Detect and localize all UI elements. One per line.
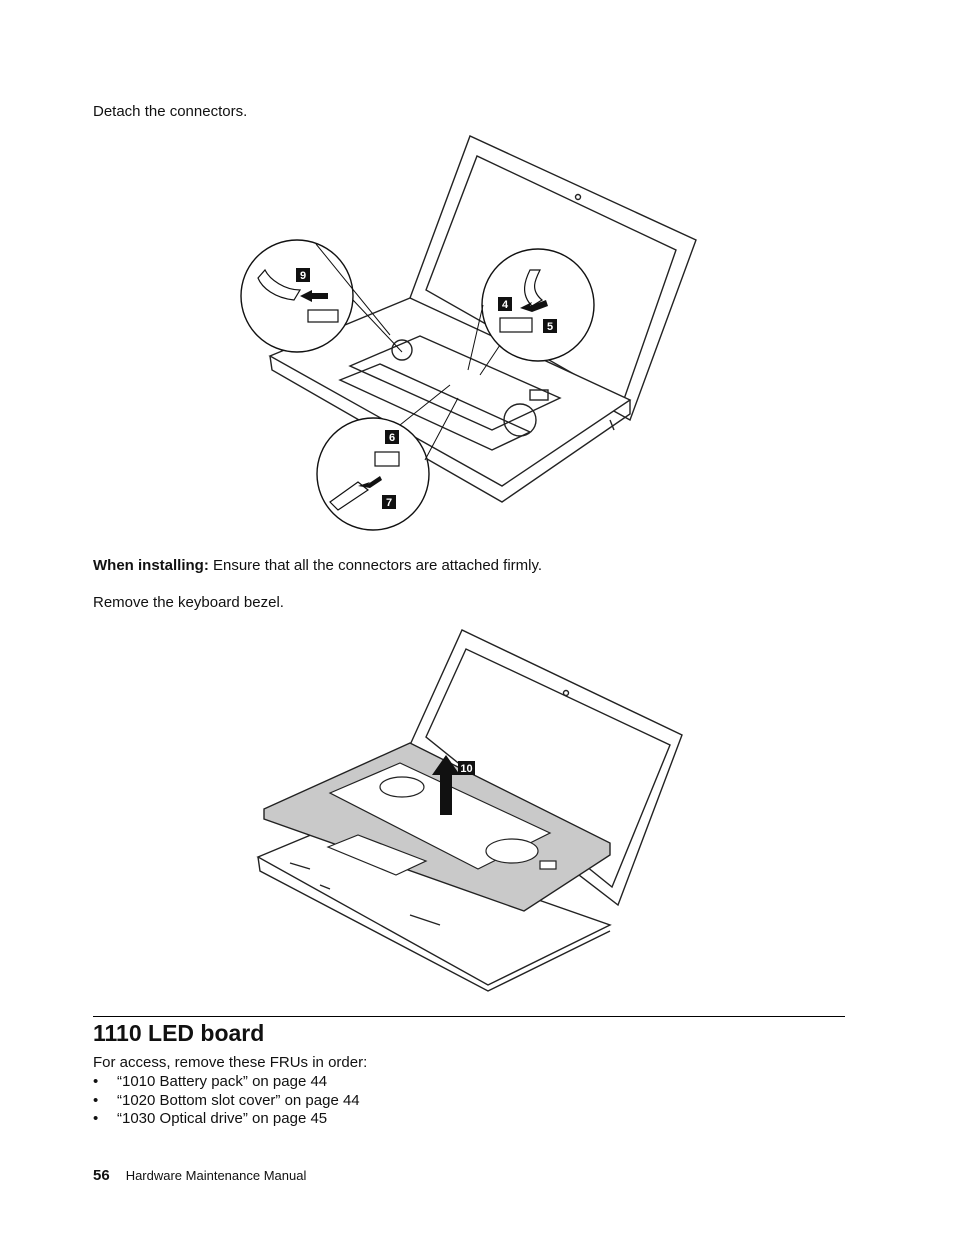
callout-9: 9 <box>296 268 310 282</box>
callout-4: 4 <box>498 297 512 311</box>
fru-item-label: “1030 Optical drive” on page 45 <box>117 1110 328 1128</box>
instruction-remove-bezel: Remove the keyboard bezel. <box>93 594 284 611</box>
section-title: 1110 LED board <box>93 1020 265 1046</box>
bullet: • <box>93 1091 99 1109</box>
camera-icon <box>562 689 570 697</box>
callout-9-label: 9 <box>300 270 306 282</box>
manual-title: Hardware Maintenance Manual <box>125 1168 307 1183</box>
instruction-detach-connectors: Detach the connectors. <box>93 103 248 120</box>
page-footer: 56 Hardware Maintenance Manual <box>93 1167 306 1184</box>
section-divider <box>93 1016 845 1017</box>
lift-arrow <box>432 755 460 815</box>
callout-10: 10 <box>458 761 475 775</box>
bullet: • <box>93 1110 99 1128</box>
installation-note: When installing: Ensure that all the con… <box>93 557 542 575</box>
callout-6: 6 <box>385 430 399 444</box>
section-intro: For access, remove these FRUs in order: <box>93 1054 368 1071</box>
fru-item-label: “1020 Bottom slot cover” on page 44 <box>117 1091 360 1109</box>
callout-7-label: 7 <box>386 497 392 509</box>
laptop-base <box>256 826 612 986</box>
fru-item-label: “1010 Battery pack” on page 44 <box>117 1073 328 1090</box>
callout-6-label: 6 <box>389 432 395 444</box>
bullet: • <box>93 1073 99 1090</box>
list-item: • “1010 Battery pack” on page 44 <box>93 1073 360 1092</box>
list-item: • “1020 Bottom slot cover” on page 44 <box>93 1092 360 1111</box>
camera-icon <box>574 193 582 201</box>
figure-remove-keyboard-bezel: 10 <box>256 629 683 992</box>
detail-circle-bottom <box>316 417 430 531</box>
installation-note-text: Ensure that all the connectors are attac… <box>208 557 543 574</box>
list-item: • “1030 Optical drive” on page 45 <box>93 1110 360 1129</box>
callout-5: 5 <box>543 319 557 333</box>
callout-4-label: 4 <box>502 299 509 311</box>
fru-list: • “1010 Battery pack” on page 44 • “1020 B… <box>93 1073 360 1129</box>
page-number: 56 <box>93 1167 110 1184</box>
callout-10-label: 10 <box>460 763 472 775</box>
callout-5-label: 5 <box>547 321 553 333</box>
installation-note-label: When installing: <box>93 557 209 574</box>
callout-7: 7 <box>382 495 396 509</box>
figure-detach-connectors: 9 4 5 6 7 <box>240 135 697 531</box>
